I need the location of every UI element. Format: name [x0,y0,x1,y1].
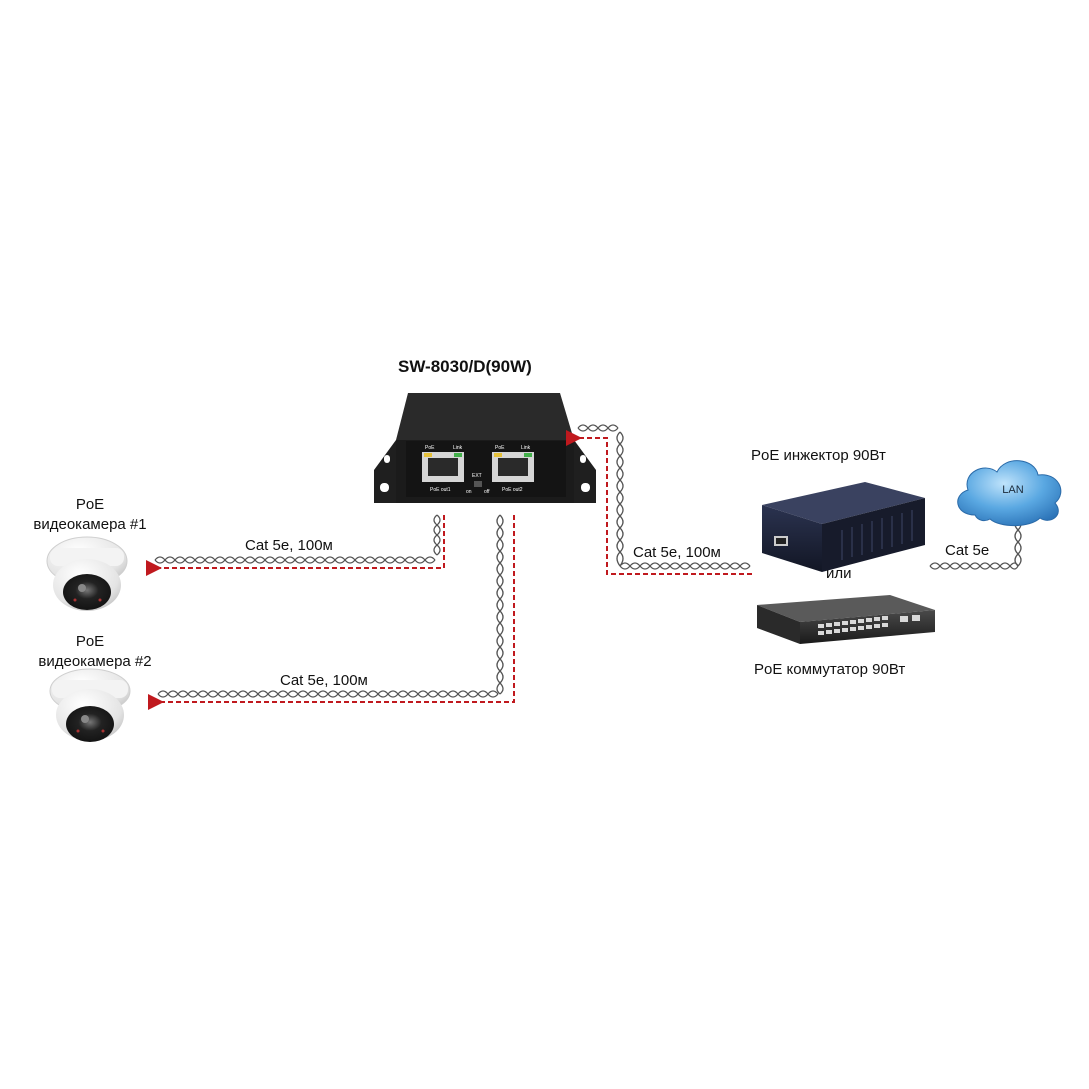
dome-camera-2 [49,668,131,742]
power-arrows [146,430,752,710]
device-title: SW-8030/D(90W) [398,357,532,376]
cable-uplink-vertical [616,431,624,567]
power-arrow-uplink [566,430,752,575]
cable-camera2-label: Cat 5e, 100м [280,672,368,689]
camera1-label-line1: PoE [75,496,105,513]
port1-name-label: PoE out1 [430,487,451,493]
cable-uplink-horizontal [619,562,751,570]
dome-camera-1 [46,536,128,611]
injector-label: PoE инжектор 90Вт [751,447,886,464]
port1-poe-label: PoE [425,445,435,451]
camera2-label-line2: видеокамера #2 [38,653,152,670]
cable-uplink-label: Cat 5e, 100м [633,544,721,561]
poe-switch [757,595,935,644]
cable-lan-label: Cat 5e [945,542,990,559]
camera2-label-line1: PoE [75,633,105,650]
ext-off-label: off [484,489,490,495]
power-arrow-camera1 [146,515,445,576]
cable-lan-horizontal [929,562,1019,570]
port2-poe-label: PoE [495,445,505,451]
ext-switch [474,481,482,487]
ext-switch-label: EXT [472,473,482,479]
sw-8030-device: PoE Link PoE out1 PoE Link PoE out2 EXT … [374,393,596,503]
port2-link-label: Link [521,445,531,451]
poe-injector [762,482,925,572]
camera1-label-line2: видеокамера #1 [33,516,147,533]
twisted-cables [154,424,1022,698]
poe-out2-port [492,452,534,482]
ext-on-label: on [466,489,472,495]
lan-cloud: LAN [957,460,1062,527]
cable-camera2-vertical [496,514,504,695]
power-arrow-camera2 [148,515,515,710]
cable-camera1-label: Cat 5e, 100м [245,537,333,554]
or-label: или [826,565,852,582]
port1-link-label: Link [453,445,463,451]
port2-name-label: PoE out2 [502,487,523,493]
poe-out1-port [422,452,464,482]
switch-label: PoE коммутатор 90Вт [754,661,906,678]
lan-cloud-label: LAN [1002,484,1023,496]
